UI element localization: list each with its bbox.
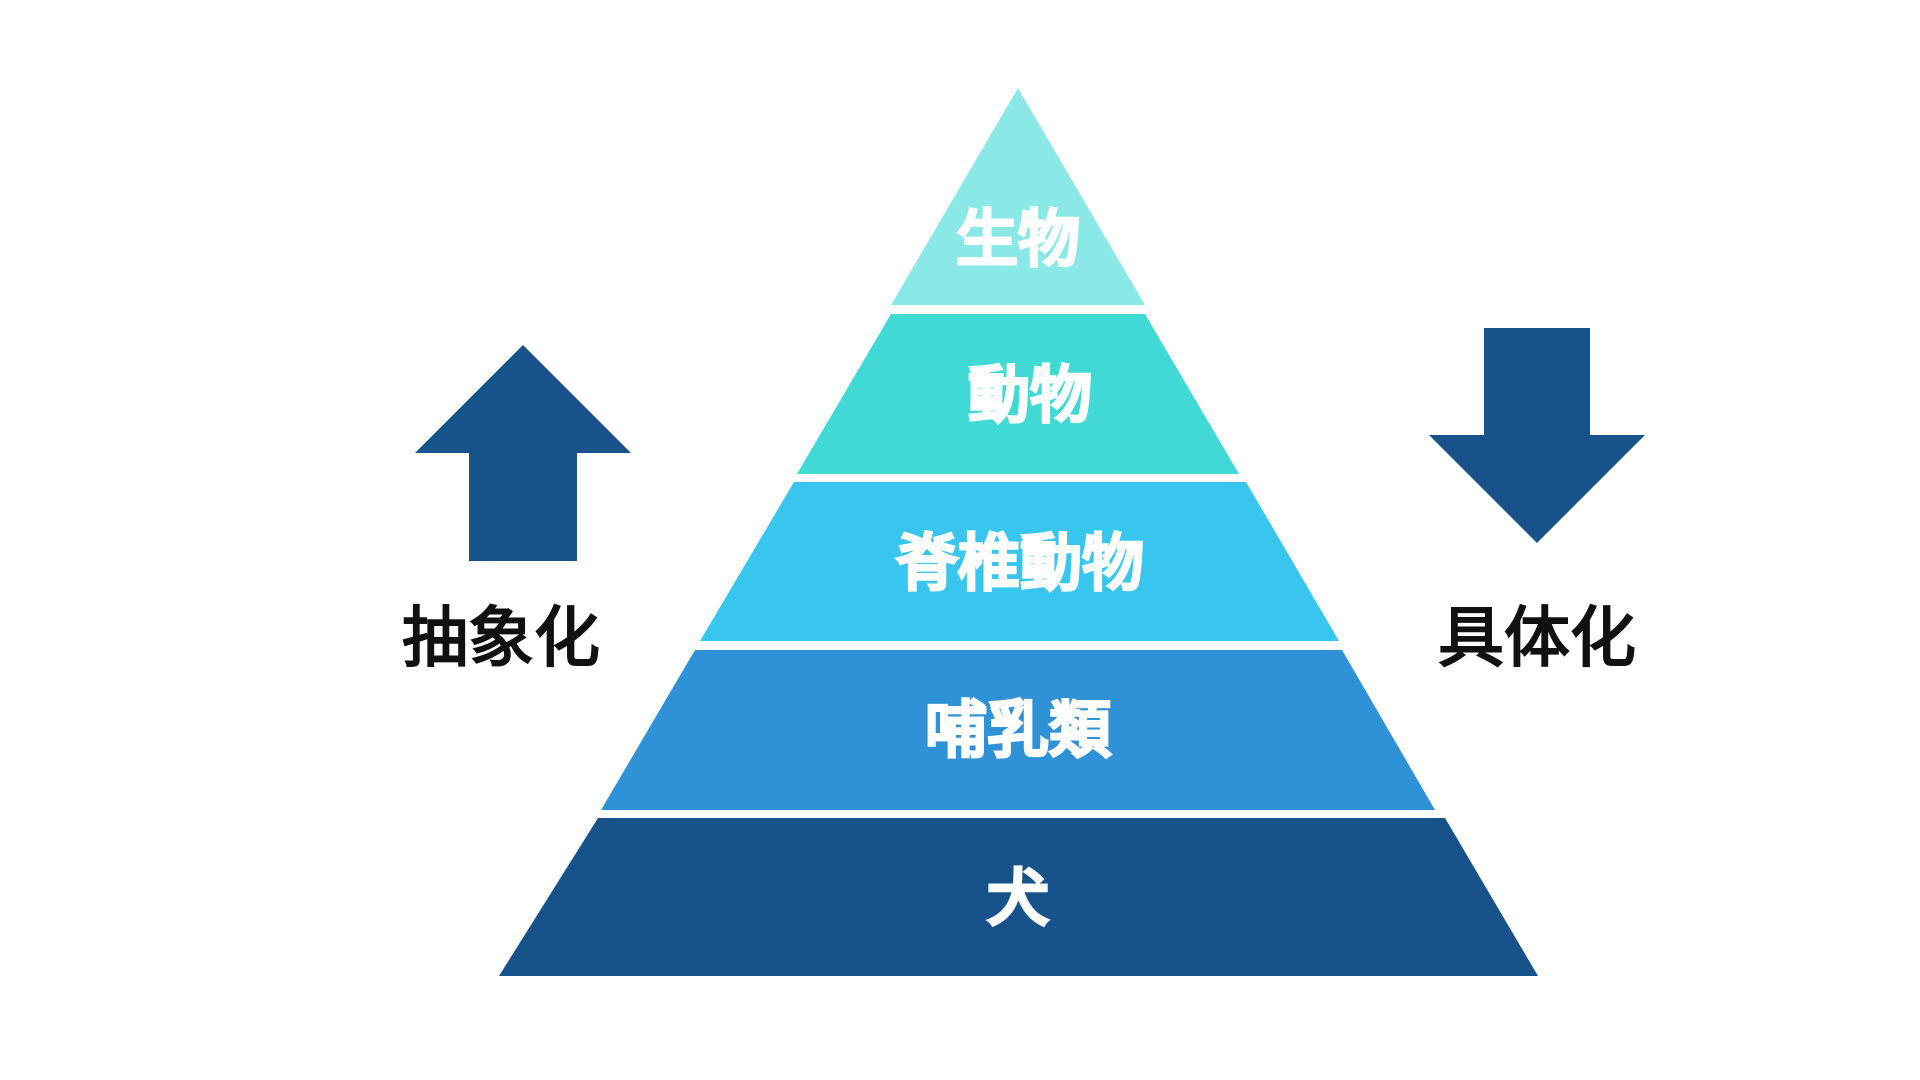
concretization-label: 具体化 [1438, 600, 1636, 677]
left-indicator: 抽象化 [402, 345, 631, 677]
pyramid-tier-3 [700, 482, 1339, 641]
pyramid-tier-2-label: 動物 [968, 359, 1092, 432]
pyramid-tier-2 [797, 314, 1239, 474]
pyramid: 生物 動物 脊椎動物 哺乳類 犬 [499, 88, 1538, 976]
pyramid-tier-3-label: 脊椎動物 [896, 527, 1144, 600]
right-indicator: 具体化 [1429, 328, 1645, 677]
pyramid-tier-5 [499, 818, 1538, 976]
arrow-up-icon [415, 345, 631, 561]
pyramid-tier-5-label: 犬 [987, 862, 1049, 935]
pyramid-tier-4-label: 哺乳類 [925, 694, 1112, 767]
pyramid-tier-1 [891, 88, 1145, 305]
pyramid-tier-1-label: 生物 [956, 203, 1080, 276]
abstraction-label: 抽象化 [402, 600, 600, 677]
arrow-down-icon [1429, 328, 1645, 543]
pyramid-tier-4 [601, 650, 1435, 810]
